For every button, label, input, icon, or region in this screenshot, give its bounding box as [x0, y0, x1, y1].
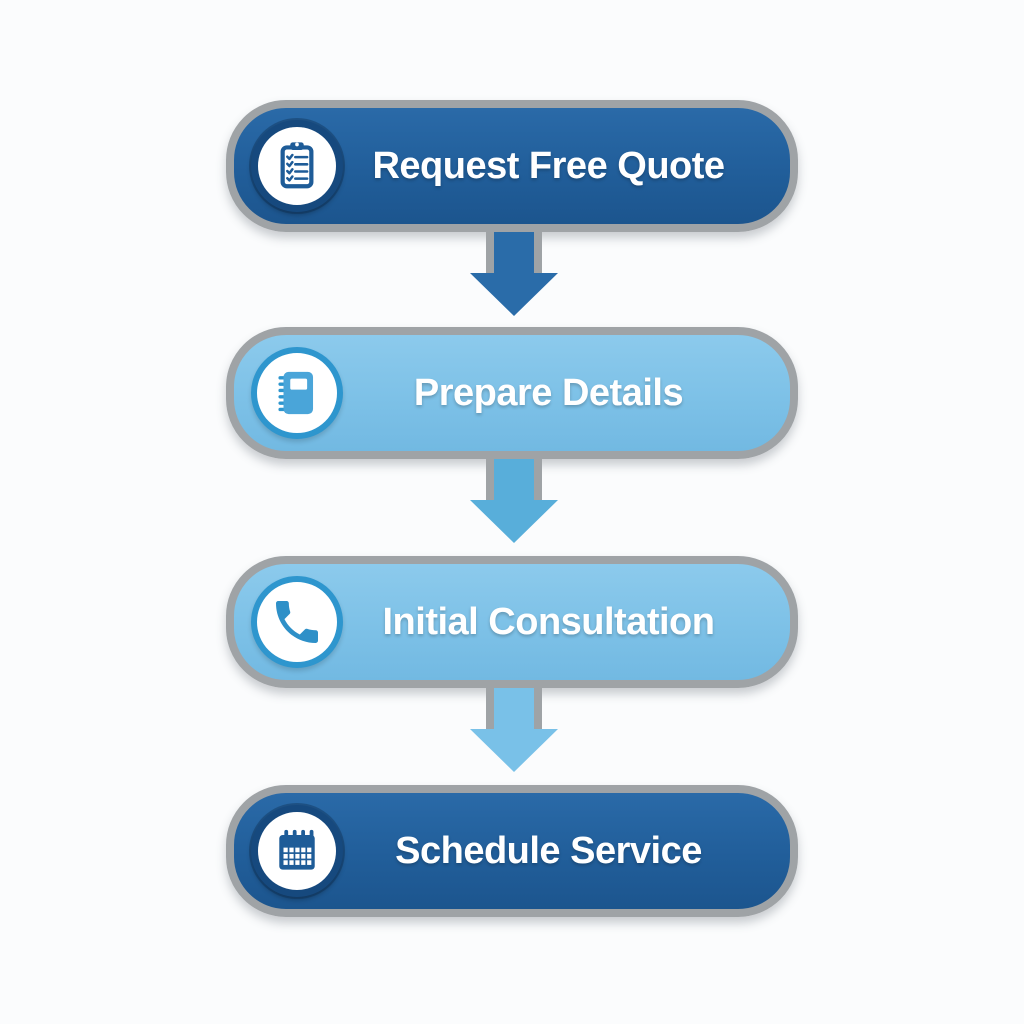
step-node-schedule-service: Schedule Service: [226, 785, 798, 917]
down-arrow: [470, 688, 558, 772]
step-label: Initial Consultation: [382, 600, 715, 643]
step-label: Prepare Details: [413, 371, 684, 414]
down-arrow: [470, 232, 558, 316]
notebook-icon: [278, 371, 314, 415]
step-icon-badge: [251, 347, 343, 439]
step-node-initial-consultation: Initial Consultation: [226, 556, 798, 688]
step-icon-badge: [251, 805, 343, 897]
clipboard-icon: [280, 142, 314, 189]
step-icon-badge: [251, 120, 343, 212]
calendar-icon: [279, 829, 315, 870]
step-node-prepare-details: Prepare Details: [226, 327, 798, 459]
step-node-request-free-quote: Request Free Quote: [226, 100, 798, 232]
step-icon-badge: [251, 576, 343, 668]
phone-icon: [276, 601, 318, 643]
down-arrow: [470, 459, 558, 543]
step-label: Schedule Service: [395, 829, 702, 872]
step-label: Request Free Quote: [372, 144, 725, 187]
